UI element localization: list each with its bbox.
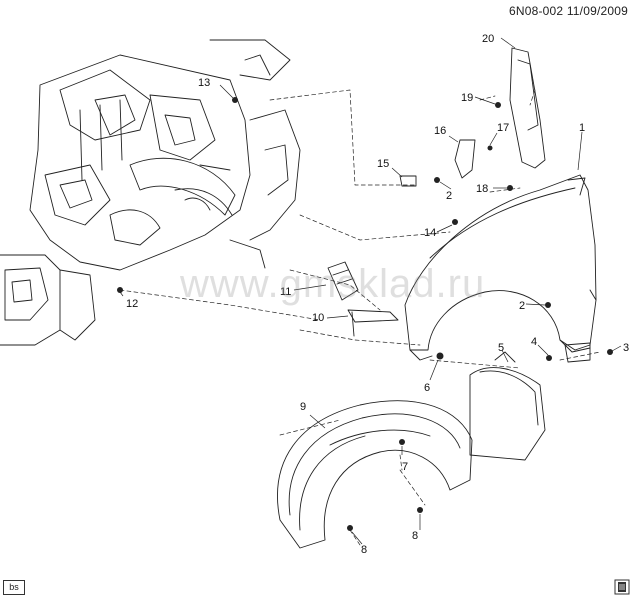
part-20-pillar-trim xyxy=(509,47,546,169)
fastener-2b xyxy=(545,302,551,308)
fastener-8b xyxy=(417,507,423,513)
callout-4: 4 xyxy=(531,336,537,348)
callout-8b: 8 xyxy=(412,530,418,542)
callout-leaders xyxy=(119,37,622,545)
callout-12: 12 xyxy=(126,298,138,310)
part-5-liner-extension xyxy=(469,351,546,461)
fastener-17 xyxy=(487,145,493,151)
fastener-13 xyxy=(232,97,238,103)
fasteners xyxy=(117,97,613,531)
callout-15: 15 xyxy=(377,158,389,170)
callout-3: 3 xyxy=(623,342,629,354)
callout-11: 11 xyxy=(280,286,291,298)
fastener-18 xyxy=(507,185,513,191)
callout-13: 13 xyxy=(198,77,210,89)
fastener-6 xyxy=(436,352,444,360)
callout-20: 20 xyxy=(482,33,494,45)
fastener-7 xyxy=(399,439,405,445)
diagram-date: 11/09/2009 xyxy=(566,4,628,18)
callout-14: 14 xyxy=(424,227,436,239)
callout-8a: 8 xyxy=(361,544,367,556)
fastener-4 xyxy=(546,355,552,361)
book-icon xyxy=(614,579,630,595)
fastener-12 xyxy=(117,287,123,293)
fastener-19 xyxy=(495,102,501,108)
callout-18: 18 xyxy=(476,183,488,195)
part-11-bracket xyxy=(327,261,359,301)
callout-9: 9 xyxy=(300,401,306,413)
watermark: www.gmsklad.ru xyxy=(180,262,486,306)
fastener-3 xyxy=(607,349,613,355)
callout-19: 19 xyxy=(461,92,473,104)
callout-7: 7 xyxy=(402,461,408,473)
part-1-fender xyxy=(404,174,597,361)
callout-1: 1 xyxy=(579,122,585,134)
callout-5: 5 xyxy=(498,342,504,354)
bs-badge: bs xyxy=(3,580,25,595)
part-10-bracket xyxy=(347,309,399,337)
fastener-14 xyxy=(452,219,458,225)
callout-10: 10 xyxy=(312,312,324,324)
fastener-2a xyxy=(434,177,440,183)
part-15-bracket xyxy=(399,175,417,187)
callout-16: 16 xyxy=(434,125,446,137)
part-4-bracket xyxy=(564,342,591,363)
callout-2b: 2 xyxy=(519,300,525,312)
fastener-8a xyxy=(347,525,353,531)
part-16-bracket xyxy=(454,139,476,179)
diagram-header: 6N08-002 11/09/2009 xyxy=(509,4,628,18)
callout-6: 6 xyxy=(424,382,430,394)
leader-lines xyxy=(119,89,601,546)
body-structure xyxy=(0,39,301,346)
callout-17: 17 xyxy=(497,122,509,134)
diagram-code: 6N08-002 xyxy=(508,4,564,18)
callout-2a: 2 xyxy=(446,190,452,202)
part-9-wheelhouse-liner xyxy=(277,400,473,549)
